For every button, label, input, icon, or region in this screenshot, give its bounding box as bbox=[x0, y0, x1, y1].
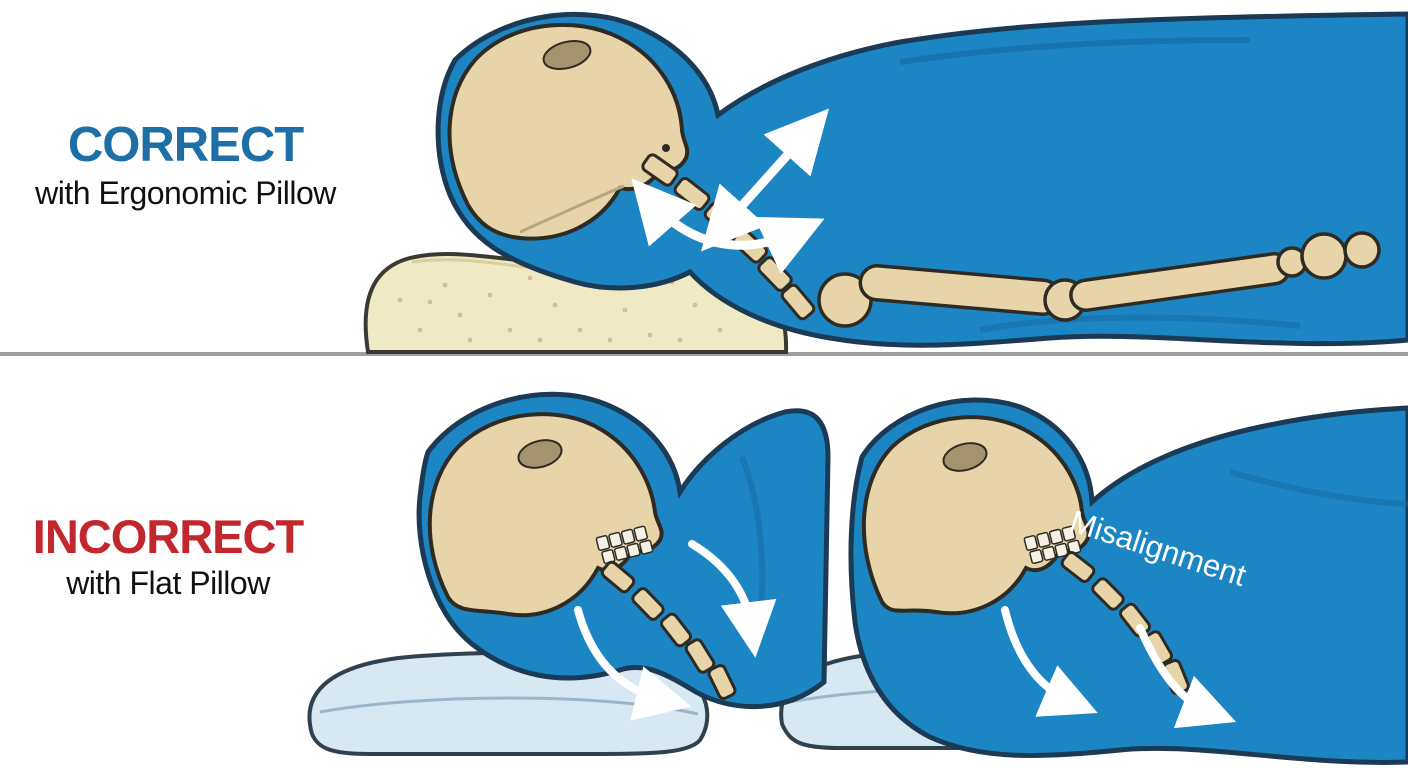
misalignment-arrow bbox=[1136, 624, 1237, 729]
eye-socket bbox=[517, 439, 563, 469]
eye-socket bbox=[542, 39, 592, 71]
skull-incorrect-right bbox=[861, 415, 1091, 616]
alignment-arrow-curved bbox=[631, 178, 825, 274]
correct-title: CORRECT bbox=[67, 118, 304, 172]
arm-bones-correct bbox=[817, 231, 1381, 328]
misalignment-arrow bbox=[1001, 606, 1098, 717]
incorrect-illustration: Misalignment bbox=[307, 391, 1408, 765]
teeth bbox=[595, 525, 654, 565]
incorrect-subtitle: with Flat Pillow bbox=[66, 565, 270, 602]
cervical-spine-incorrect-left bbox=[600, 560, 737, 700]
eye-socket bbox=[942, 442, 988, 472]
misalignment-arrow bbox=[688, 540, 777, 658]
incorrect-title: INCORRECT bbox=[32, 510, 304, 563]
correct-subtitle: with Ergonomic Pillow bbox=[35, 175, 336, 212]
skull-incorrect-left bbox=[427, 412, 664, 618]
correct-illustration bbox=[0, 11, 1408, 356]
skull-correct bbox=[447, 22, 690, 241]
misalignment-arrows-right bbox=[1001, 606, 1237, 729]
pillow-speckles bbox=[397, 275, 758, 343]
misalignment-arrow bbox=[574, 606, 692, 721]
alignment-arrows bbox=[631, 108, 830, 274]
panel-correct: CORRECT with Ergonomic Pillow bbox=[0, 0, 1408, 362]
panel-incorrect: Misalignment bbox=[0, 362, 1408, 768]
incorrect-label-block: INCORRECT with Flat Pillow bbox=[18, 512, 318, 602]
teeth bbox=[1023, 525, 1082, 565]
correct-label-block: CORRECT with Ergonomic Pillow bbox=[8, 118, 363, 212]
misalignment-arrows-left bbox=[574, 540, 777, 721]
